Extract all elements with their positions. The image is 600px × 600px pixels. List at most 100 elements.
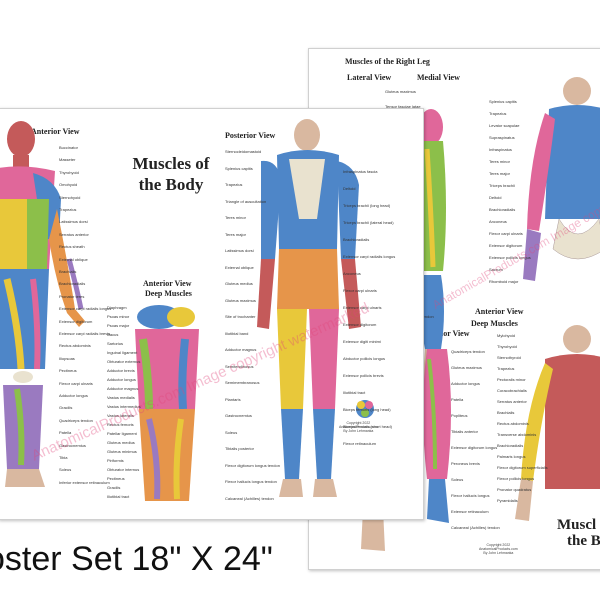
muscle-label: Semimembranosus [225, 380, 260, 385]
back-copyright: Copyright 2022 AnatomicalProducts.com By… [479, 543, 518, 555]
muscle-label: Extensor carpi radialis longus [59, 306, 112, 312]
muscle-label: Serratus anterior [59, 231, 89, 237]
muscle-label: Triceps brachii [489, 183, 515, 188]
poster-set-caption: oster Set 18" X 24" [0, 540, 273, 578]
muscle-label: Patellar ligament [107, 431, 137, 436]
muscle-label: Extensor digitorum [59, 318, 93, 324]
muscle-label: Pronator teres [59, 293, 85, 299]
muscle-label: Teres major [489, 171, 510, 176]
muscle-label: Brachialis [59, 269, 77, 274]
muscle-label: External oblique [59, 256, 88, 262]
muscle-label: Brachioradialis [343, 237, 370, 242]
muscle-label: Soleus [225, 429, 238, 435]
muscle-label: Teres minor [489, 159, 510, 164]
muscle-label: Adductor magnus [107, 386, 139, 391]
back-anterior-short-heading: Anterior View [421, 329, 470, 338]
muscle-label: Extensor carpi radialis brevis [59, 331, 111, 336]
muscle-label: Sartorius [107, 341, 124, 346]
muscle-label: Abductor pollicis longus [343, 356, 386, 361]
muscle-label: Sacrum [489, 267, 503, 272]
back-poster-title: Muscles of the Right Leg [345, 57, 430, 66]
muscle-label: Triceps brachii (lateral head) [343, 220, 394, 225]
poster-title-line2: the Body [138, 175, 204, 194]
muscle-label: Triangle of auscultation [225, 198, 267, 204]
muscle-label: Calcaneal (Achilles) tendon [451, 525, 500, 530]
front-copyright-line3: By John Lehmanka [343, 429, 374, 433]
muscle-label: Gluteus maximus [451, 365, 482, 370]
front-copyright: Copyright 2022 AnatomicalProducts.com By… [339, 421, 378, 433]
muscle-label: Latissimus dorsi [225, 248, 254, 253]
muscle-label: Semitendinosus [225, 363, 254, 369]
muscle-label: Obturator internus [107, 467, 140, 472]
muscle-label: Adductor longus [59, 393, 88, 398]
muscle-label: Site of trochanter [225, 314, 256, 319]
muscle-label: Flexor hallucis longus [451, 493, 490, 498]
muscle-label: Pyramidalis [497, 498, 518, 503]
muscle-label: Thyrohyoid [497, 344, 517, 349]
back-copyright-line1: Copyright 2022 [486, 543, 511, 547]
muscle-label: Flexor carpi ulnaris [59, 380, 93, 386]
front-poster-muscles-of-the-body: Anterior View Posterior View Anterior Vi… [0, 108, 424, 520]
muscle-label: Brachioradialis [489, 207, 516, 212]
muscle-label: Patella [59, 430, 72, 436]
muscle-label: Psoas major [107, 323, 130, 328]
muscle-label: Biceps femoris (short head) [343, 424, 392, 429]
back-cut-title-line2: the B [567, 533, 600, 549]
muscle-label: Patella [451, 397, 464, 402]
muscle-label: Extensor carpi ulnaris [343, 305, 382, 310]
muscle-label: Pronator quadratus [497, 487, 532, 492]
anterior-body-figure [0, 121, 85, 487]
muscle-label: Teres minor [225, 215, 246, 220]
muscle-label: Extensor pollicis longus [489, 255, 531, 260]
muscle-label: Rectus abdominis [497, 421, 529, 426]
muscle-label: Rectus abdominis [59, 343, 91, 349]
muscle-label: Trapezius [497, 366, 515, 371]
muscle-label: Tibia [59, 455, 68, 460]
muscle-label: Extensor digitorum [489, 243, 523, 248]
muscle-label: Gastrocnemius [59, 442, 86, 448]
deep-anterior-torso-figure [515, 325, 600, 521]
deep-muscles-figure [135, 305, 199, 501]
muscle-label: Vastus lateralis [107, 413, 134, 418]
muscle-label: Triceps brachii (long head) [343, 203, 391, 208]
muscle-label: Adductor longus [451, 381, 480, 386]
muscle-label: Tibialis anterior [451, 429, 478, 434]
muscle-label: Inguinal ligament [107, 350, 138, 355]
back-anterior-deep-subheading: Deep Muscles [471, 319, 518, 328]
muscle-label: Gluteus minimus [107, 449, 137, 454]
muscle-label: Plantaris [225, 396, 241, 402]
muscle-label: Tibialis posterior [225, 446, 254, 451]
muscle-label: Anconeus [489, 219, 507, 224]
muscle-label: Adductor brevis [107, 368, 135, 373]
muscle-label: Iliotibial band [225, 330, 249, 336]
muscle-label: Sternocleidomastoid [225, 149, 262, 154]
muscle-label: Piriformis [107, 458, 124, 463]
muscle-label: Quadriceps tendon [451, 349, 485, 354]
muscle-label: Soleus [451, 477, 464, 482]
poster-title-line1: Muscles of [132, 154, 210, 173]
muscle-label: Coracobrachialis [497, 388, 527, 393]
muscle-label: Quadriceps tendon [59, 417, 93, 423]
muscle-label: Rectus sheath [59, 244, 85, 250]
muscle-label: Soleus [59, 467, 72, 473]
muscle-label: Brachioradialis [497, 443, 524, 448]
muscle-label: Vastus intermedius [107, 404, 141, 409]
muscle-label: Flexor digitorum superficialis [497, 465, 548, 470]
posterior-view-heading: Posterior View [225, 131, 276, 140]
muscle-label: Pectineus [59, 368, 77, 374]
back-anterior-deep-heading: Anterior View [475, 307, 524, 316]
anterior-deep-subheading: Deep Muscles [145, 289, 192, 298]
muscle-label: Thyrohyoid [59, 169, 79, 175]
muscle-label: Extensor digitorum longus [451, 445, 498, 450]
muscle-label: Adductor magnus [225, 347, 257, 352]
muscle-label: Infraspinatus [489, 147, 512, 152]
muscle-label: Omohyoid [59, 182, 78, 188]
muscle-label: Iliacus [107, 332, 119, 337]
muscle-label: Splenius capitis [225, 165, 253, 171]
muscle-label: Infraspinatus fascia [343, 169, 378, 174]
muscle-label: Deltoid [343, 186, 356, 191]
muscle-label: Gracilis [59, 405, 73, 411]
muscle-label: Gluteus medius [107, 440, 135, 445]
poster-title: Muscles of the Body [123, 153, 219, 195]
muscle-label: Rectus femoris [107, 422, 134, 427]
